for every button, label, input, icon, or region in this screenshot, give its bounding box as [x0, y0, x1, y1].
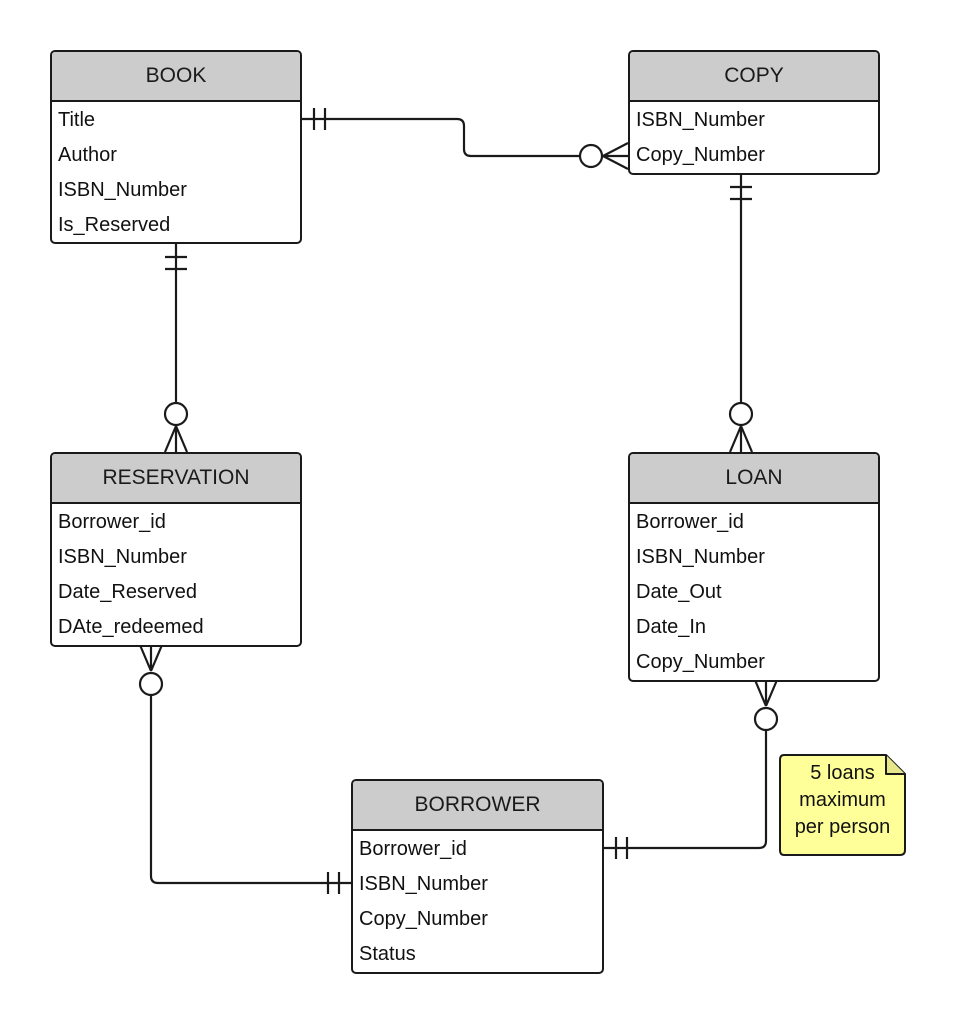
- entity-borrower[interactable]: BORROWER Borrower_id ISBN_Number Copy_Nu…: [351, 779, 604, 974]
- attribute: Is_Reserved: [58, 214, 171, 236]
- entity-copy[interactable]: COPY ISBN_Number Copy_Number: [628, 50, 880, 175]
- note-shape: [779, 754, 906, 856]
- crow-foot-mark: [163, 425, 189, 453]
- entity-title: BOOK: [52, 52, 300, 102]
- attribute: Date_In: [636, 616, 707, 638]
- relationship-reservation-borrower[interactable]: [138, 644, 352, 894]
- relationship-book-reservation[interactable]: [163, 242, 189, 453]
- attribute: Copy_Number: [636, 651, 765, 673]
- note-line: 5 loans: [810, 762, 875, 784]
- one-and-only-one-mark: [312, 108, 327, 130]
- attribute: ISBN_Number: [58, 546, 187, 568]
- zero-mark: [728, 401, 754, 427]
- one-and-only-one-mark: [730, 185, 752, 201]
- attribute: Borrower_id: [359, 838, 467, 860]
- attribute: Copy_Number: [359, 908, 488, 930]
- relationship-copy-loan[interactable]: [728, 173, 754, 453]
- relationship-loan-borrower[interactable]: [603, 679, 779, 859]
- attribute: ISBN_Number: [359, 873, 488, 895]
- attribute: Copy_Number: [636, 144, 765, 166]
- attribute: ISBN_Number: [58, 179, 187, 201]
- attribute: Author: [58, 144, 117, 166]
- note-line: maximum: [799, 789, 886, 811]
- crow-foot-mark: [138, 644, 164, 672]
- attribute: Status: [359, 943, 416, 965]
- note-text: 5 loans maximum per person: [779, 760, 906, 841]
- attribute: ISBN_Number: [636, 546, 765, 568]
- entity-book[interactable]: BOOK Title Author ISBN_Number Is_Reserve…: [50, 50, 302, 244]
- attribute: Date_Out: [636, 581, 722, 603]
- zero-mark: [138, 671, 164, 697]
- crow-foot-mark: [753, 679, 779, 707]
- one-and-only-one-mark: [165, 255, 187, 271]
- attribute: DAte_redeemed: [58, 616, 204, 638]
- entity-title: LOAN: [630, 454, 878, 504]
- zero-mark: [753, 706, 779, 732]
- crow-foot-mark: [728, 425, 754, 453]
- crow-foot-mark: [602, 142, 629, 170]
- one-and-only-one-mark: [326, 872, 341, 894]
- zero-mark: [578, 143, 604, 169]
- attribute: Borrower_id: [636, 511, 744, 533]
- entity-reservation[interactable]: RESERVATION Borrower_id ISBN_Number Date…: [50, 452, 302, 647]
- entity-title: RESERVATION: [52, 454, 300, 504]
- entity-title: BORROWER: [353, 781, 602, 831]
- attribute: Date_Reserved: [58, 581, 197, 603]
- attribute: Title: [58, 109, 96, 131]
- one-and-only-one-mark: [614, 837, 629, 859]
- entity-title: COPY: [630, 52, 878, 102]
- relationship-book-copy[interactable]: [300, 108, 629, 170]
- entity-loan[interactable]: LOAN Borrower_id ISBN_Number Date_Out Da…: [628, 452, 880, 682]
- attribute: ISBN_Number: [636, 109, 765, 131]
- sticky-note[interactable]: 5 loans maximum per person: [779, 754, 906, 856]
- attribute: Borrower_id: [58, 511, 166, 533]
- note-line: per person: [794, 816, 891, 838]
- zero-mark: [163, 401, 189, 427]
